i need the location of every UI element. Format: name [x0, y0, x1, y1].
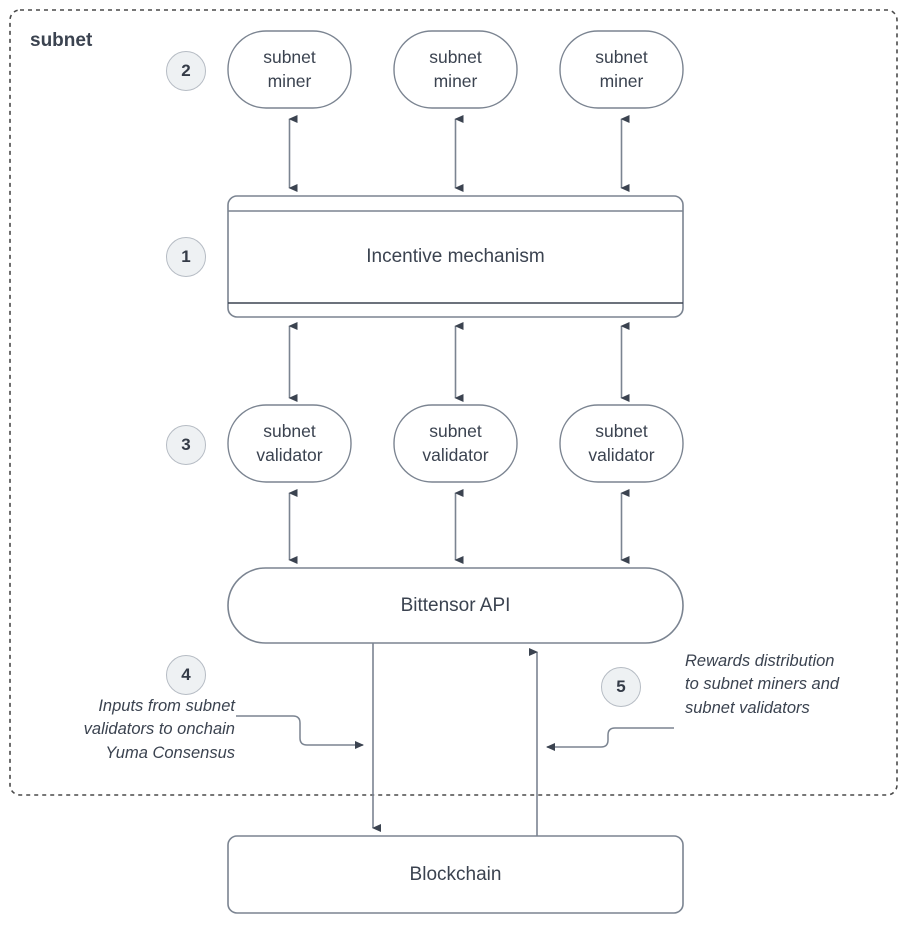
subnet-validator-box-2: [393, 404, 518, 483]
subnet-miner-box-1: [227, 30, 352, 109]
step-badge-1: 1: [166, 237, 206, 277]
subnet-miner-box-2: [393, 30, 518, 109]
subnet-container-border: [9, 9, 898, 796]
subnet-validator-box-3: [559, 404, 684, 483]
note-rewards-text: Rewards distribution to subnet miners an…: [685, 652, 840, 717]
bittensor-api-box: [227, 567, 684, 644]
connector-note-inputs: [236, 715, 364, 749]
subnet-miner-box-3: [559, 30, 684, 109]
step-badge-5: 5: [601, 667, 641, 707]
connector-note-rewards: [546, 727, 674, 751]
step-badge-2: 2: [166, 51, 206, 91]
note-inputs-text: Inputs from subnet validators to onchain…: [83, 697, 235, 762]
blockchain-box: [227, 835, 684, 914]
subnet-validator-box-1: [227, 404, 352, 483]
step-badge-4: 4: [166, 655, 206, 695]
step-badge-3: 3: [166, 425, 206, 465]
subnet-container-title: subnet: [30, 30, 93, 51]
incentive-mechanism-box: [227, 195, 684, 318]
